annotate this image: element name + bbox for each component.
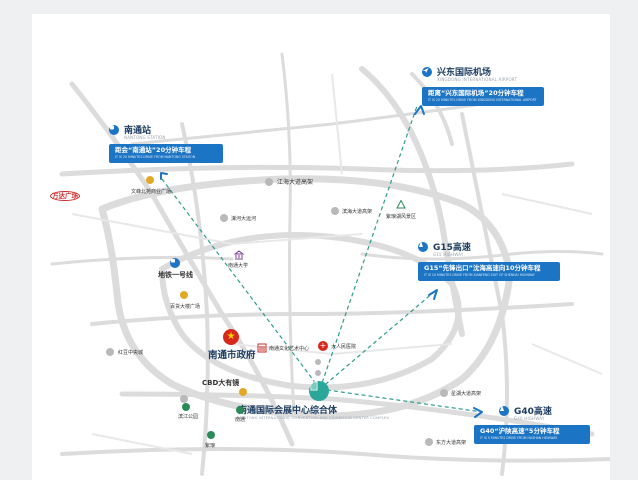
g15-box-sub: IT IS 10 MINUTES DRIVE FROM XIANFENG EXI… [424,273,535,277]
metro-icon [170,258,180,268]
jianghai-road-label: 江海大道高架 [277,179,314,186]
g40-box-sub: IT IS 5 MINUTES DRIVE FROM HUSHAN HIGHWA… [480,436,558,440]
g15-name: G15高速 [433,243,471,253]
g40-name: G40高速 [514,407,552,417]
map-canvas[interactable]: 南通站 NANTONG STATION 距会“南通站”20分钟车程 IT IS … [32,14,610,480]
park-icon [207,431,215,439]
tree-icon [396,200,406,210]
highway-icon [499,406,509,416]
hospital-label: 大人民医院 [331,344,357,350]
cbd-label: CBD大有镜 [202,379,240,387]
university-icon [234,250,244,260]
poi-icon [180,395,188,403]
plane-icon [422,67,432,77]
park-left-label: 滨江公园 [178,414,199,420]
shopping-icon [180,291,188,299]
nantong-station-info[interactable]: 距会“南通站”20分钟车程 IT IS 20 MINUTES DRIVE FRO… [109,144,223,163]
g40-info[interactable]: G40“沪陕高速”5分钟车程 IT IS 5 MINUTES DRIVE FRO… [474,425,590,444]
park-right-label: 紫琅湖风景区 [386,214,417,220]
poi-icon [315,370,321,376]
nantong-station-box-title: 距会“南通站”20分钟车程 [115,146,192,154]
road-icon [265,178,273,186]
park-icon [182,403,190,411]
g40-box-title: G40“沪陕高速”5分钟车程 [480,427,560,435]
airport-box-sub: IT IS 20 MINUTES DRIVE FROM XINGDONG INT… [428,98,537,102]
commerce-label: 百货大楼广场 [170,304,201,310]
arrow-airport [414,105,425,115]
g15-box-title: G15“先锋出口”沈海高速向10分钟车程 [424,264,541,272]
g40-sub: G40 HIGHWAY [514,416,545,421]
arrow-nantong-station [160,172,168,180]
wanda-logo: 万达广场 [50,190,80,201]
airport-name: 兴东国际机场 [437,68,492,78]
park-icon [220,214,228,222]
green1-label: 紫琅 [205,443,216,449]
gov-name: 南通市政府 [208,350,256,361]
wenfeng-label: 文峰北苑商业广场 [131,189,172,195]
poi-icon [315,359,321,365]
g15-info[interactable]: G15“先锋出口”沈海高速向10分钟车程 IT IS 10 MINUTES DR… [418,262,560,281]
poi-icon [106,348,114,356]
wanda-label: 万达广场 [50,191,80,201]
road-network [50,52,610,476]
school-label: 南通 [235,417,246,423]
zhongnan-label: 濠河大运河 [231,216,257,222]
school-icon [236,406,244,414]
univ-label: 南通大学 [228,263,249,269]
road-right2-label: 东方大道高架 [436,440,467,446]
road-icon [425,438,433,446]
airport-info[interactable]: 距离“兴东国际机场”20分钟车程 IT IS 20 MINUTES DRIVE … [422,87,544,106]
g15-sub: G15 HIGHWAY [433,252,464,257]
venue-icon[interactable] [309,381,329,401]
road-icon [331,207,339,215]
star-icon: ★ [223,329,239,345]
nantong-station-sub: NANTONG STATION [124,135,166,140]
venue-sub: NANTONG INTERNATIONAL CONVENTION AND EXH… [238,416,390,420]
nantong-station-name: 南通站 [124,126,152,136]
metro-label: 地铁一号线 [158,271,193,279]
road-right1-label: 星湖大道高架 [451,391,482,397]
museum-icon [257,343,267,353]
vantone-label: 红豆中央城 [118,350,144,356]
nantong-station-box-sub: IT IS 20 MINUTES DRIVE FROM NANTONG STAT… [115,155,196,159]
airport-sub: XINGDONG INTERNATIONAL AIRPORT [437,77,518,82]
shopping-icon [146,176,154,184]
train-icon [109,125,119,135]
arrow-g40 [473,407,483,418]
binhai-label: 滨海大道高架 [342,209,373,215]
hospital-icon: + [318,341,328,351]
highway-icon [418,242,428,252]
museum-label: 南通文化艺术中心 [269,346,310,352]
venue-name: 南通国际会展中心综合体 [238,406,338,416]
arrow-g15 [428,289,438,300]
road-icon [440,389,448,397]
airport-box-title: 距离“兴东国际机场”20分钟车程 [428,89,524,97]
shopping-icon [239,388,247,396]
